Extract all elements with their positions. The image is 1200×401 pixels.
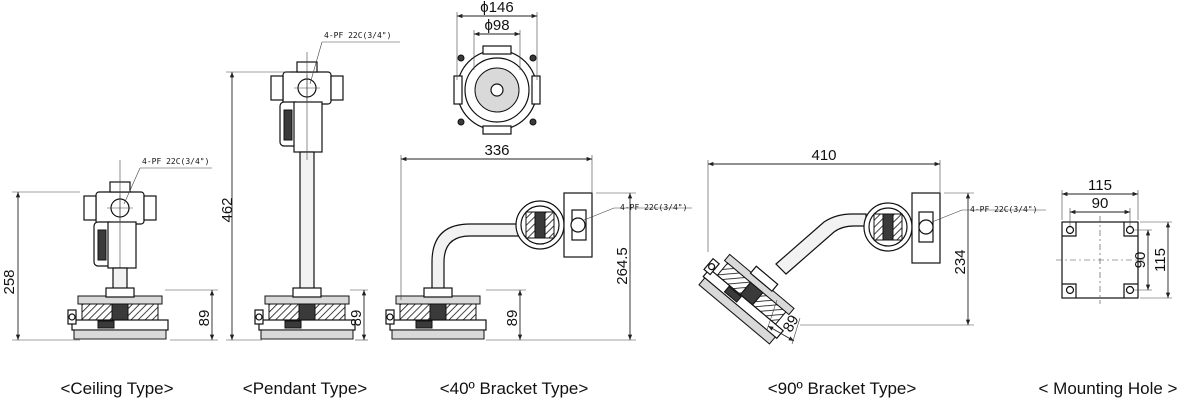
mounting-inner-height-dim: 90 bbox=[1132, 252, 1149, 269]
pendant-dimension-lines bbox=[226, 41, 400, 341]
ceiling-conduit-note: 4-PF 22C(3/4") bbox=[142, 157, 209, 166]
pendant-type-view: 462 89 4-PF 22C(3/4") <Pendant Type> bbox=[219, 31, 400, 398]
pendant-base-dim: 89 bbox=[348, 310, 365, 327]
top-view-outer-dim: ϕ146 bbox=[480, 0, 513, 16]
bracket-40-width-dim: 336 bbox=[484, 142, 509, 159]
bracket-40-base-dim: 89 bbox=[504, 310, 521, 327]
ceiling-type-caption: <Ceiling Type> bbox=[60, 379, 173, 398]
bracket-90-width-dim: 410 bbox=[811, 147, 836, 164]
bracket-90-view: 410 234 89 4-PF 22C(3/4") <90º Bracket T… bbox=[693, 147, 1046, 398]
bracket-40-view: 336 264.5 89 4-PF 22C(3/4") <40º Bracket… bbox=[385, 142, 692, 398]
mounting-hole-view: 115 90 90 115 < Mounting Hole > bbox=[1039, 177, 1178, 398]
bracket-90-height-dim: 234 bbox=[952, 249, 969, 274]
ceiling-height-dim: 258 bbox=[1, 269, 18, 294]
bracket-90-luminaire bbox=[693, 192, 941, 346]
bracket-90-caption: <90º Bracket Type> bbox=[768, 379, 917, 398]
bracket-90-conduit-note: 4-PF 22C(3/4") bbox=[970, 205, 1037, 214]
ceiling-type-view: 258 89 4-PF 22C(3/4") <Ceiling Type> bbox=[1, 157, 218, 398]
mounting-outer-height-dim: 115 bbox=[1152, 248, 1169, 272]
bracket-90-dimension-lines bbox=[707, 160, 1046, 345]
pendant-type-caption: <Pendant Type> bbox=[243, 379, 368, 398]
bracket-40-luminaire bbox=[385, 192, 593, 340]
mounting-hole-caption: < Mounting Hole > bbox=[1039, 379, 1178, 398]
ceiling-dimension-lines bbox=[12, 167, 218, 341]
mounting-plate bbox=[1056, 216, 1144, 304]
bracket-40-caption: <40º Bracket Type> bbox=[440, 379, 589, 398]
top-view: ϕ146 ϕ98 bbox=[453, 0, 541, 135]
top-view-inner-dim: ϕ98 bbox=[484, 17, 509, 34]
pendant-conduit-note: 4-PF 22C(3/4") bbox=[324, 31, 391, 40]
bracket-40-dimension-lines bbox=[400, 155, 692, 341]
mounting-dimension-lines bbox=[1061, 190, 1172, 299]
ceiling-luminaire bbox=[67, 160, 169, 340]
ceiling-base-dim: 89 bbox=[196, 310, 213, 327]
top-view-dimension-lines bbox=[456, 12, 538, 80]
mounting-outer-width-dim: 115 bbox=[1088, 177, 1112, 194]
bracket-90-base-dim: 89 bbox=[780, 312, 803, 335]
bracket-40-height-dim: 264.5 bbox=[614, 247, 631, 285]
bracket-40-conduit-note: 4-PF 22C(3/4") bbox=[620, 203, 687, 212]
pendant-height-dim: 462 bbox=[219, 197, 236, 222]
pendant-luminaire bbox=[254, 52, 356, 340]
top-view-housing bbox=[453, 45, 541, 135]
mounting-inner-width-dim: 90 bbox=[1092, 195, 1109, 212]
